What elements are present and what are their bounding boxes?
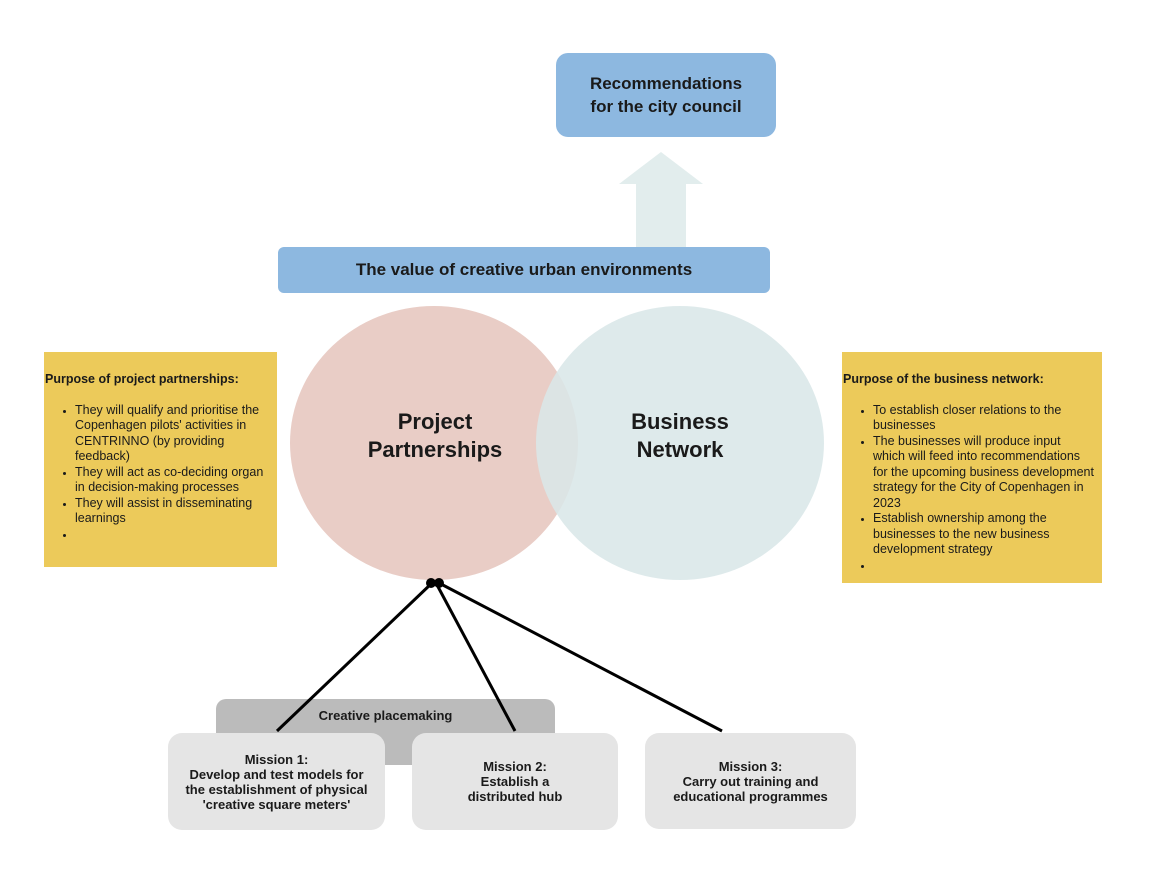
note-title: Purpose of project partnerships: xyxy=(45,372,239,386)
creative-placemaking-label: Creative placemaking xyxy=(318,708,453,723)
project-partnerships-line1: Project xyxy=(397,409,473,434)
project-partnerships-note: Purpose of project partnerships: They wi… xyxy=(44,352,277,567)
note-title: Purpose of the business network: xyxy=(843,372,1044,386)
note-list: To establish closer relations to the bus… xyxy=(843,403,1096,574)
business-network-line2: Network xyxy=(636,437,724,462)
mission-line: 'creative square meters' xyxy=(202,796,351,812)
upward-arrow xyxy=(619,152,703,248)
note-item xyxy=(75,527,271,543)
note-item: To establish closer relations to the bus… xyxy=(873,403,1096,434)
recommendations-box: Recommendations for the city council xyxy=(556,53,776,137)
note-item: They will act as co-deciding organ in de… xyxy=(75,465,271,496)
mission-line: Carry out training and xyxy=(682,773,819,789)
mission-line: the establishment of physical xyxy=(185,781,368,797)
value-bar-label: The value of creative urban environments xyxy=(355,260,693,279)
mission-2-box: Mission 2: Establish a distributed hub xyxy=(412,733,618,830)
business-network-note: Purpose of the business network: To esta… xyxy=(842,352,1102,583)
project-partnerships-line2: Partnerships xyxy=(367,437,503,462)
mission-line: Develop and test models for xyxy=(189,766,364,782)
business-network-line1: Business xyxy=(631,409,729,434)
mission-line: educational programmes xyxy=(673,788,828,804)
mission-title: Mission 3: xyxy=(718,758,783,774)
value-bar: The value of creative urban environments xyxy=(278,247,770,293)
mission-line: Establish a xyxy=(480,774,550,789)
mission-title: Mission 1: xyxy=(244,751,309,767)
project-partnerships-label: Project Partnerships xyxy=(330,398,540,474)
recommendations-label-line1: Recommendations xyxy=(589,74,743,93)
recommendations-label-line2: for the city council xyxy=(590,97,742,116)
note-item xyxy=(873,558,1096,574)
note-item: Establish ownership among the businesses… xyxy=(873,511,1096,558)
mission-title: Mission 2: xyxy=(483,759,547,774)
note-item: They will assist in disseminating learni… xyxy=(75,496,271,527)
note-item: The businesses will produce input which … xyxy=(873,434,1096,512)
project-partnerships-circle xyxy=(290,306,578,580)
business-network-label: Business Network xyxy=(580,398,780,474)
business-network-circle xyxy=(536,306,824,580)
mission-1-box: Mission 1: Develop and test models for t… xyxy=(168,733,385,830)
note-item: They will qualify and prioritise the Cop… xyxy=(75,403,271,465)
note-list: They will qualify and prioritise the Cop… xyxy=(45,403,271,543)
mission-3-box: Mission 3: Carry out training and educat… xyxy=(645,733,856,829)
mission-line: distributed hub xyxy=(467,789,563,804)
